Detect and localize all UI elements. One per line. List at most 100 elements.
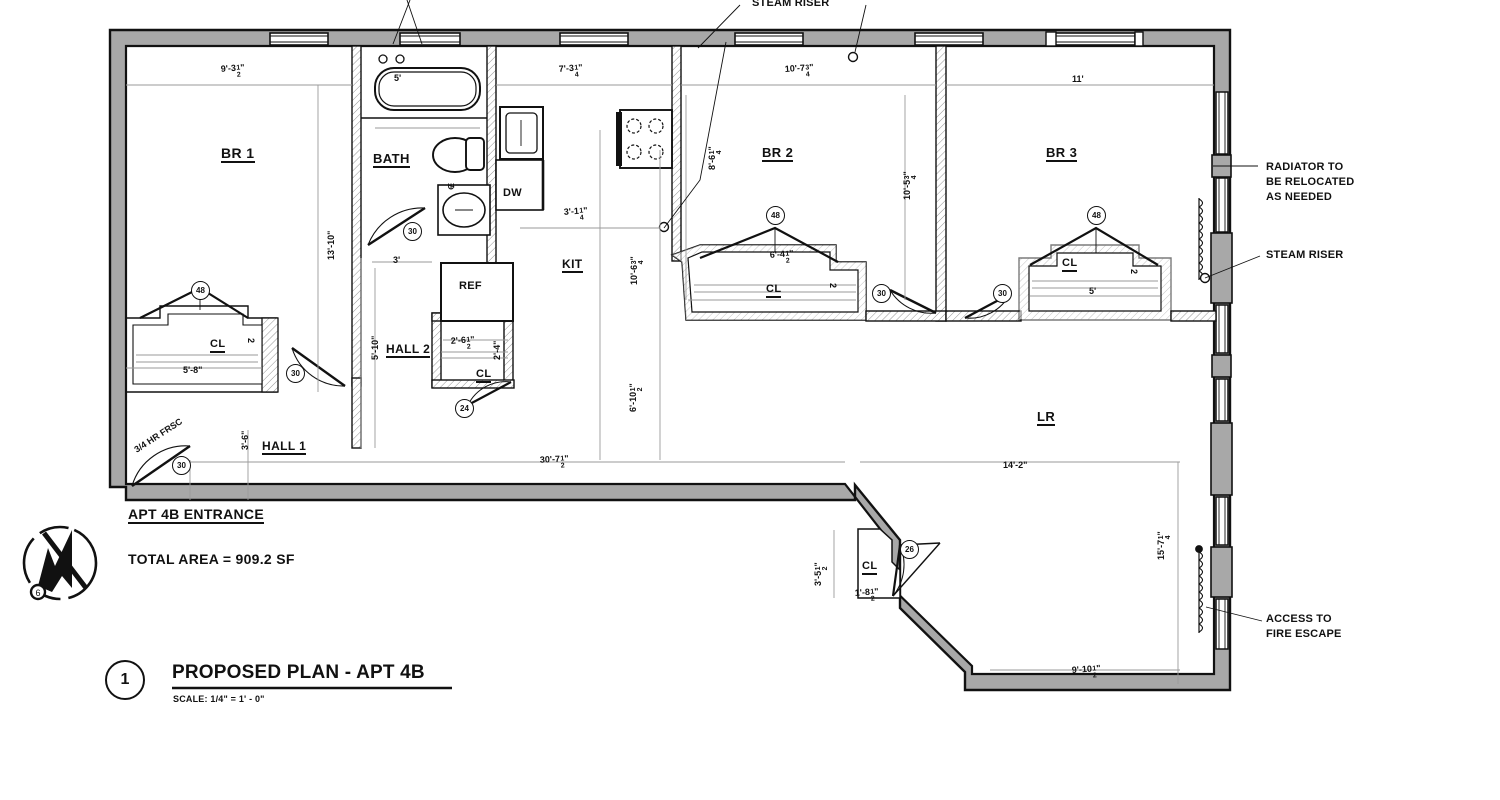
- dim-hall1-depth: 3'-6": [240, 430, 250, 450]
- partition-br1-bath: [351, 45, 362, 387]
- bath-fixtures: [361, 54, 491, 247]
- bath-fitting-2: [395, 54, 405, 64]
- room-label-hall2: HALL 2: [386, 342, 431, 358]
- room-label-br2: BR 2: [762, 145, 794, 162]
- plan-title: PROPOSED PLAN - APT 4B: [172, 662, 425, 683]
- dim-br3-closet: 5': [1089, 286, 1097, 296]
- dishwasher-unit: [495, 159, 544, 211]
- partition-hall2-closet-bottom: [431, 379, 515, 389]
- dim-br1-closet: 5'-8": [183, 365, 203, 375]
- dim-bath-tub: 5': [394, 73, 402, 83]
- svg-text:6: 6: [35, 588, 40, 598]
- partition-hall-left: [351, 377, 362, 449]
- window-right-6: [1215, 598, 1229, 650]
- window-top-2: [399, 32, 461, 46]
- closet-label-br2: CL: [766, 284, 782, 298]
- bath-fitting-1: [378, 54, 388, 64]
- door-tag-br2-door: 30: [872, 284, 891, 303]
- radiator-icon-br3: [1198, 198, 1204, 280]
- door-tag-br2-closet: 48: [766, 206, 785, 225]
- appliance-label-ref: REF: [459, 280, 482, 292]
- room-label-lr: LR: [1037, 409, 1056, 426]
- window-right-3: [1215, 304, 1229, 354]
- closet-label-br3: CL: [1062, 258, 1078, 272]
- entrance-label: APT 4B ENTRANCE: [128, 506, 264, 524]
- window-openings-top: [269, 31, 1144, 47]
- closet-rod-mark-br3: 2: [1129, 268, 1140, 275]
- room-label-br3: BR 3: [1046, 145, 1078, 162]
- dimension-lines: [126, 84, 1214, 684]
- window-right-2: [1215, 177, 1229, 233]
- partition-hall2-closet-left: [431, 312, 442, 388]
- dim-bath-sink-mark: ∉: [447, 182, 456, 190]
- riser-symbol-lr: [1195, 545, 1203, 553]
- sink-icon: [437, 184, 491, 236]
- annotation-steam-riser-top: STEAM RISER: [752, 0, 830, 9]
- toilet-icon: [432, 137, 485, 173]
- dim-lr-width: 14'-2": [1003, 460, 1028, 470]
- annotation-steam-riser-right: STEAM RISER: [1266, 249, 1344, 261]
- door-swings: [131, 226, 1159, 597]
- interior-partitions: [125, 45, 1217, 599]
- partition-lr-closet: [857, 528, 901, 599]
- window-top-1: [269, 32, 329, 46]
- room-label-hall1: HALL 1: [262, 439, 307, 455]
- partition-br2-br3: [935, 45, 947, 322]
- door-swing-br3: [964, 292, 1011, 320]
- door-tag-br3-door: 30: [993, 284, 1012, 303]
- partition-kit-br2: [671, 45, 682, 262]
- leader-lines: [392, 0, 1263, 622]
- door-swing-bath: [367, 206, 426, 247]
- closet-rods: [136, 280, 1158, 363]
- door-tag-hall2-closet: 24: [455, 399, 474, 418]
- kitchen-sink-icon: [499, 106, 544, 160]
- window-right-1: [1215, 91, 1229, 155]
- bifold-br3: [1029, 226, 1159, 266]
- door-tag-br1-closet: 48: [191, 281, 210, 300]
- door-swing-br1: [291, 347, 346, 387]
- door-swing-br2: [889, 288, 937, 315]
- partition-br3-bottom-right: [1170, 310, 1217, 322]
- room-label-kit: KIT: [562, 257, 583, 273]
- window-right-5: [1215, 496, 1229, 546]
- dim-hall2-depth: 5'-10": [370, 335, 380, 360]
- dim-br1-depth: 13'-10": [326, 230, 336, 260]
- window-top-3: [559, 32, 629, 46]
- bifold-br2: [699, 226, 839, 263]
- north-arrow-icon: 6: [22, 525, 98, 601]
- right-wall-openings: [1195, 91, 1233, 650]
- closet-label-hall2: CL: [476, 369, 492, 383]
- radiator-icon-lr: [1198, 551, 1204, 633]
- closet-rod-mark-br1: 2: [246, 337, 257, 344]
- room-label-bath: BATH: [373, 151, 410, 168]
- window-top-5: [914, 32, 984, 46]
- steam-riser-symbol-top: [847, 51, 859, 63]
- kitchen-fixtures: [440, 51, 859, 322]
- door-tag-bath-door: 30: [403, 222, 422, 241]
- door-tag-br3-closet: 48: [1087, 206, 1106, 225]
- detail-number-bubble: 1: [105, 660, 145, 700]
- door-swing-entry: [131, 445, 191, 487]
- plan-scale: SCALE: 1/4" = 1' - 0": [173, 694, 265, 704]
- door-tag-entry-door: 30: [172, 456, 191, 475]
- closet-rod-mark-br2: 2: [828, 282, 839, 289]
- closet-label-lr: CL: [862, 561, 878, 575]
- dim-hall2-closet-depth: 2'-4": [492, 340, 502, 360]
